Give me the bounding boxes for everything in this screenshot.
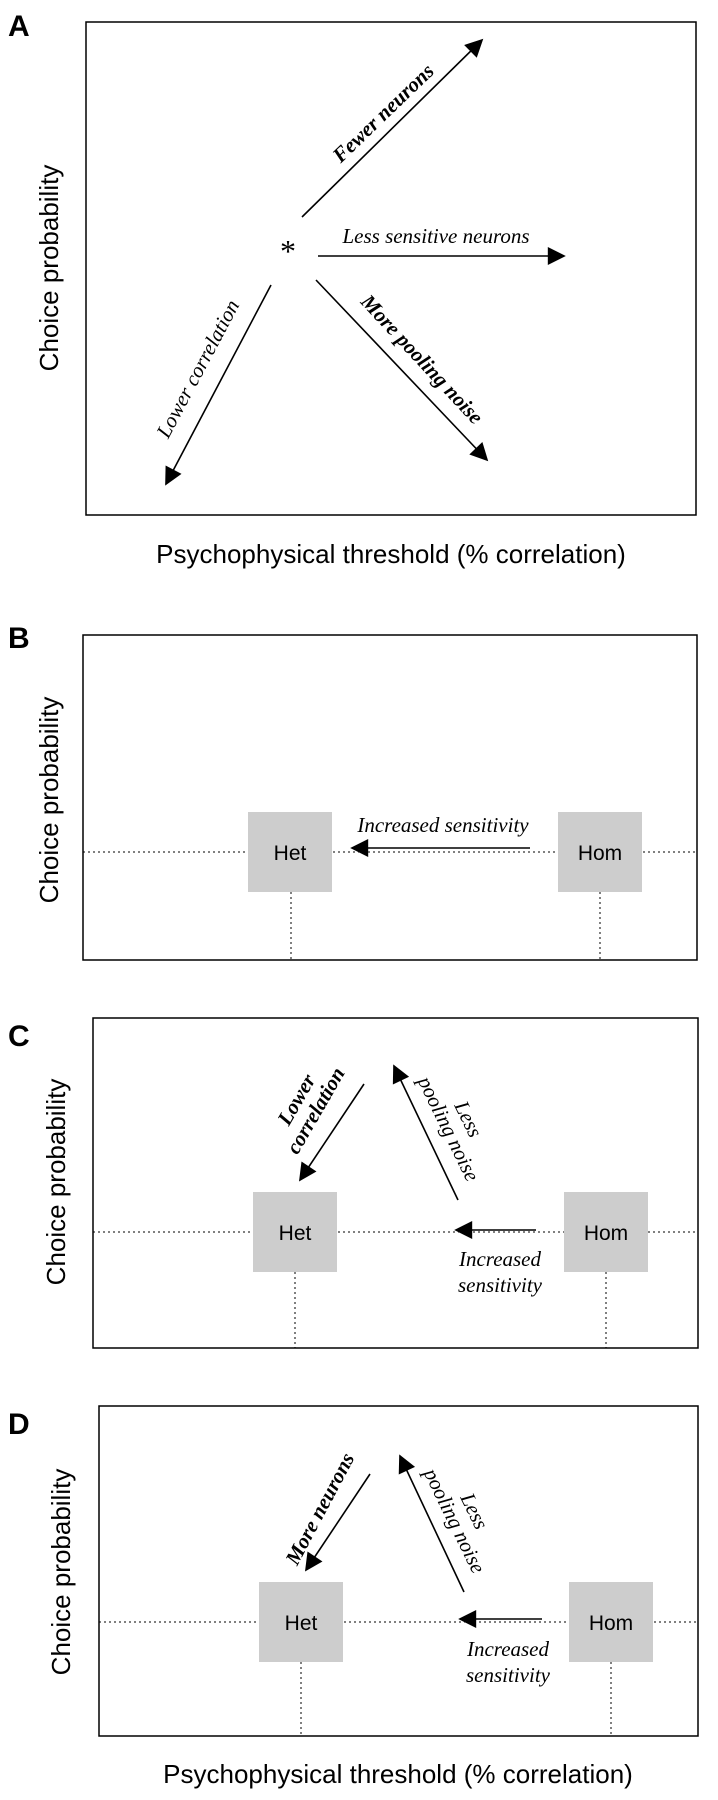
- panel-d-het-box: [259, 1582, 343, 1662]
- panel-b-hom-label: Hom: [578, 842, 622, 865]
- panel-a-xlabel: Psychophysical threshold (% correlation): [156, 539, 626, 569]
- panel-b-het-box: [248, 812, 332, 892]
- panel-d-hom-label: Hom: [589, 1612, 633, 1635]
- panel-c-frame: [92, 1017, 699, 1349]
- panel-c-ylabel: Choice probability: [41, 1079, 71, 1286]
- arrow-more-pooling: [315, 279, 489, 462]
- panel-b: B Choice probability Het Hom Increased s…: [8, 622, 698, 961]
- panel-c: C Choice probability Het Hom Increased s…: [8, 1017, 699, 1349]
- panel-d: D Choice probability Psychophysical thre…: [8, 1405, 699, 1789]
- panel-a-ylabel: Choice probability: [34, 165, 64, 372]
- panel-d-het-label: Het: [285, 1612, 318, 1635]
- panel-b-letter: B: [8, 622, 30, 655]
- panel-d-frame: [98, 1405, 699, 1737]
- panel-d-arrow-less-pooling: [398, 1454, 465, 1593]
- panel-a: A Choice probability Psychophysical thre…: [8, 10, 697, 569]
- panel-b-ylabel: Choice probability: [34, 697, 64, 904]
- panel-d-label-less: Less pooling noise: [418, 1463, 493, 1578]
- panel-b-het-label: Het: [274, 842, 307, 865]
- arrow-lower-correlation: [165, 284, 272, 486]
- panel-d-arrow-more-neurons: [305, 1473, 371, 1572]
- panel-c-label-lower: Lower correlation: [272, 1063, 350, 1158]
- panel-c-label-less: Less pooling noise: [412, 1071, 487, 1186]
- label-more-pooling: More pooling noise: [355, 289, 488, 429]
- panel-a-frame: [85, 21, 697, 516]
- panel-c-het-box: [253, 1192, 337, 1272]
- arrow-fewer-neurons: [301, 38, 484, 218]
- panel-b-hom-box: [558, 812, 642, 892]
- label-less-sensitive: Less sensitive neurons: [341, 224, 529, 248]
- panel-d-letter: D: [8, 1408, 30, 1441]
- panel-d-label-inc-1: Increased: [466, 1637, 550, 1661]
- panel-d-ylabel: Choice probability: [46, 1469, 76, 1676]
- panel-c-label-inc-2: sensitivity: [458, 1273, 543, 1297]
- label-fewer-neurons: Fewer neurons: [327, 59, 439, 168]
- panel-a-letter: A: [8, 10, 30, 43]
- panel-c-het-label: Het: [279, 1222, 312, 1245]
- panel-c-hom-box: [564, 1192, 648, 1272]
- panel-d-hom-box: [569, 1582, 653, 1662]
- origin-marker: *: [280, 233, 296, 269]
- panel-b-frame: [82, 634, 698, 961]
- panel-c-letter: C: [8, 1020, 30, 1053]
- panel-c-label-inc-1: Increased: [458, 1247, 542, 1271]
- panel-d-label-inc-2: sensitivity: [466, 1663, 551, 1687]
- panel-d-xlabel: Psychophysical threshold (% correlation): [163, 1759, 633, 1789]
- label-lower-correlation: Lower correlation: [151, 296, 244, 443]
- panel-c-hom-label: Hom: [584, 1222, 628, 1245]
- panel-c-arrow-less-pooling: [392, 1064, 459, 1201]
- panel-c-arrow-lower-correlation: [299, 1083, 365, 1182]
- panel-b-label-sensitivity: Increased sensitivity: [356, 813, 529, 837]
